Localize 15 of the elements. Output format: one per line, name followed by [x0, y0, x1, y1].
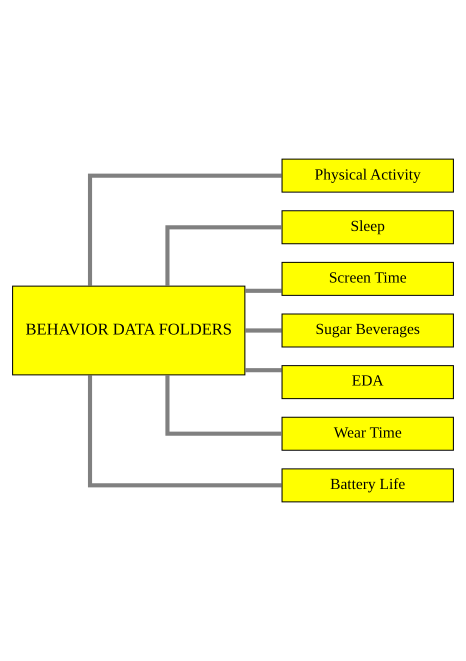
node-box: EDA — [282, 365, 454, 400]
connector — [88, 174, 282, 286]
node-box: Screen Time — [282, 262, 454, 296]
connector — [245, 328, 282, 333]
connector — [245, 288, 282, 293]
node-box: Sleep — [282, 210, 454, 244]
node-box: Battery Life — [282, 468, 454, 502]
node-box: Wear Time — [282, 416, 454, 451]
node-box: Sugar Beverages — [282, 313, 454, 348]
node-box: BEHAVIOR DATA FOLDERS — [12, 286, 246, 376]
node-box: Physical Activity — [282, 158, 454, 193]
connector — [165, 225, 282, 286]
connector — [165, 375, 282, 436]
connector — [245, 368, 282, 372]
connector — [88, 375, 282, 488]
